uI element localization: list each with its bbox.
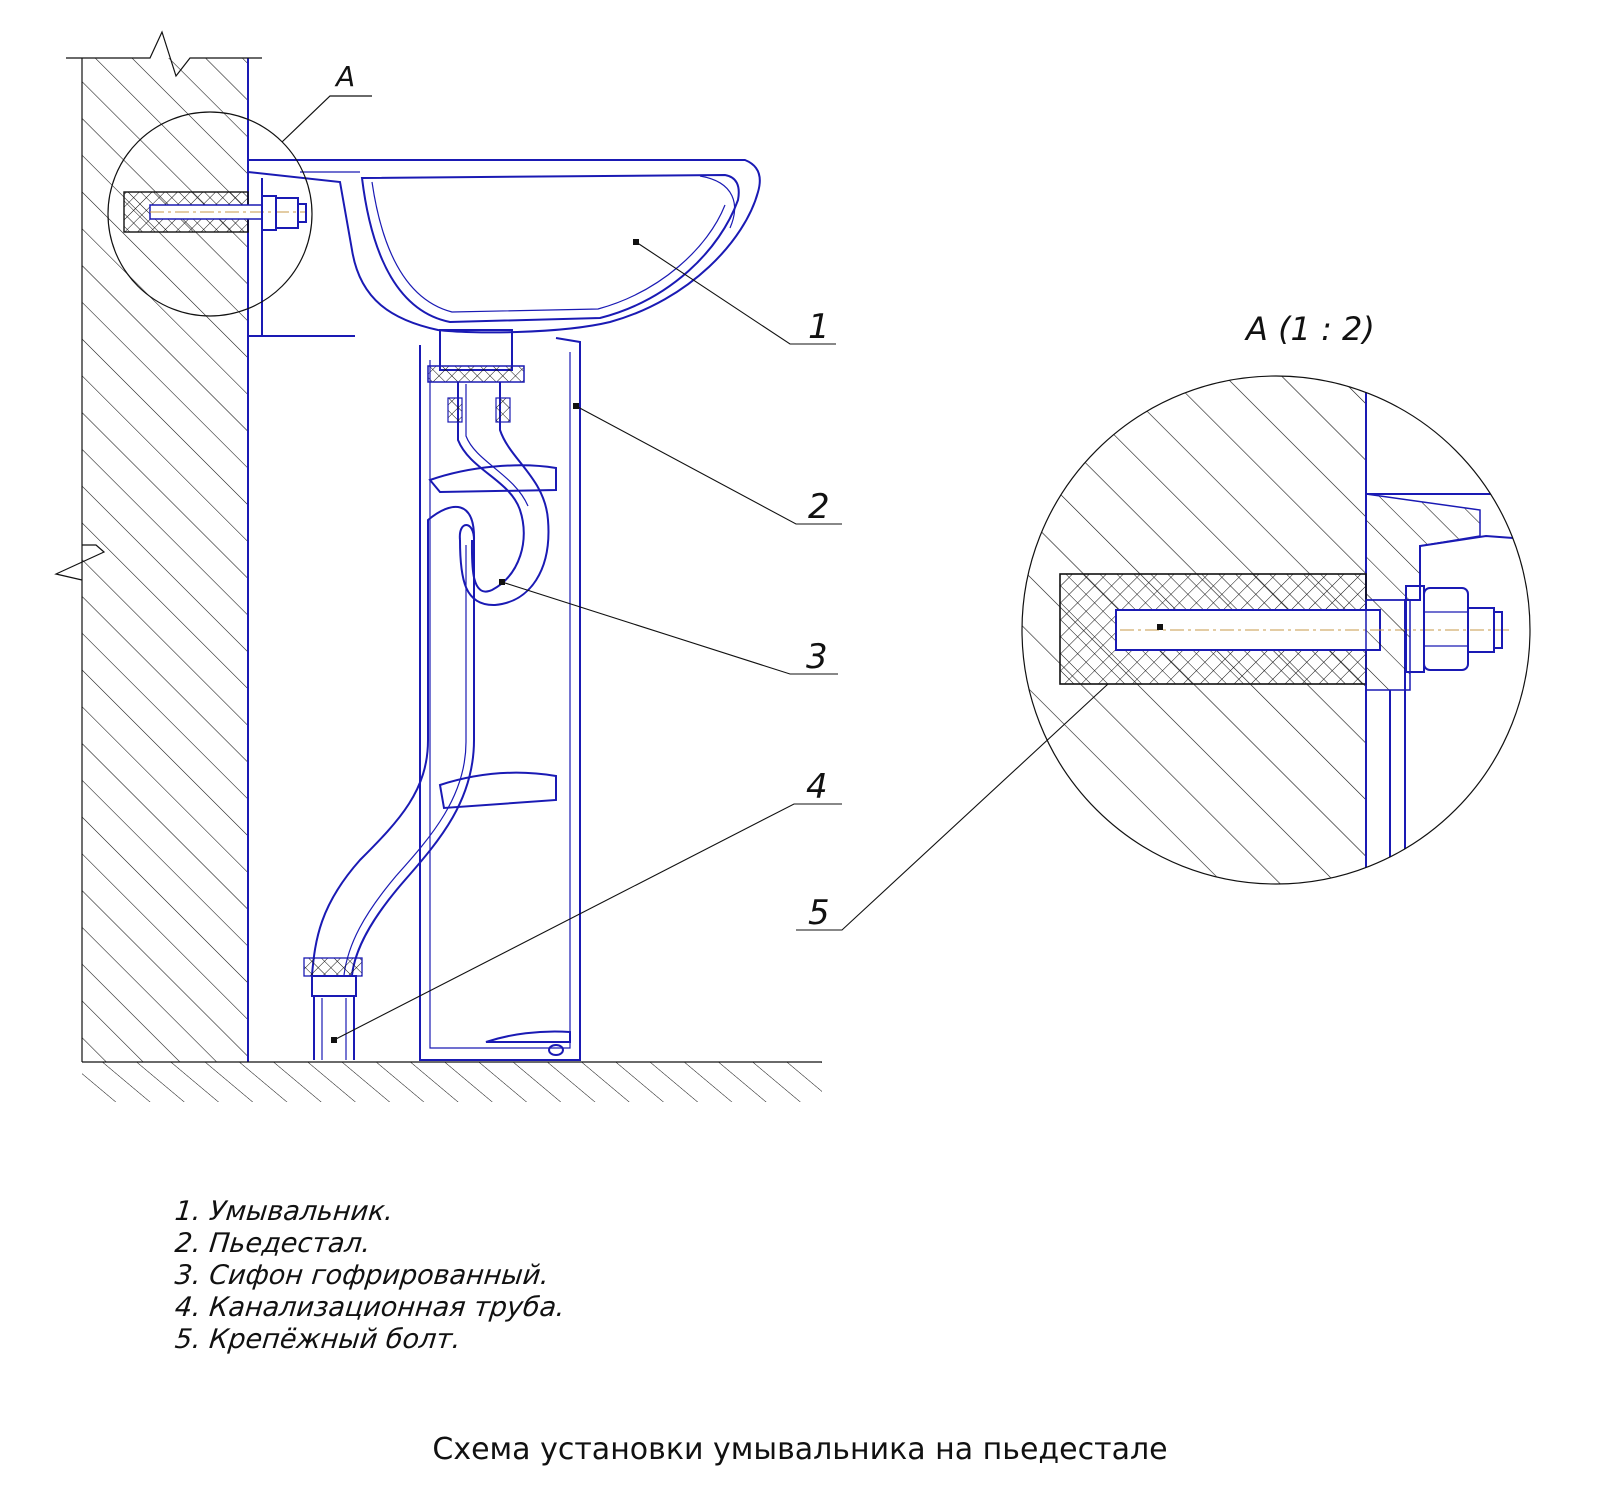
legend-item-pedestal: 2. Пьедестал.	[173, 1228, 373, 1259]
main-view: A 1 2 3 4	[54, 30, 842, 1102]
legend-item-washbasin: 1. Умывальник.	[173, 1196, 395, 1227]
legend-item-bolt: 5. Крепёжный болт.	[173, 1324, 463, 1355]
leader-lines	[331, 239, 842, 1043]
pedestal	[419, 337, 581, 1061]
legend-item-sewer-pipe: 4. Канализационная труба.	[173, 1292, 567, 1323]
corrugated-siphon	[311, 382, 550, 976]
figure-caption: Схема установки умывальника на пьедестал…	[432, 1432, 1168, 1467]
callout-2: 2	[808, 487, 830, 527]
callout-1: 1	[808, 307, 830, 347]
callout-3: 3	[806, 637, 828, 677]
detail-circle-a: A	[107, 60, 372, 317]
legend-item-siphon: 3. Сифон гофрированный.	[173, 1260, 551, 1291]
anchor-bolt-main	[123, 191, 307, 233]
floor-section	[82, 1061, 822, 1102]
callout-4: 4	[806, 767, 828, 807]
parts-legend: 1. Умывальник. 2. Пьедестал. 3. Сифон го…	[173, 1196, 567, 1356]
detail-view-a: A (1 : 2) 5	[796, 310, 1531, 933]
detail-mark-label: A	[334, 60, 355, 93]
callout-5: 5	[808, 893, 830, 933]
sewer-pipe	[303, 957, 363, 1060]
washbasin	[247, 159, 761, 383]
detail-title: A (1 : 2)	[1244, 310, 1375, 348]
wall-bracket	[248, 159, 420, 337]
wall-section	[54, 30, 262, 1062]
